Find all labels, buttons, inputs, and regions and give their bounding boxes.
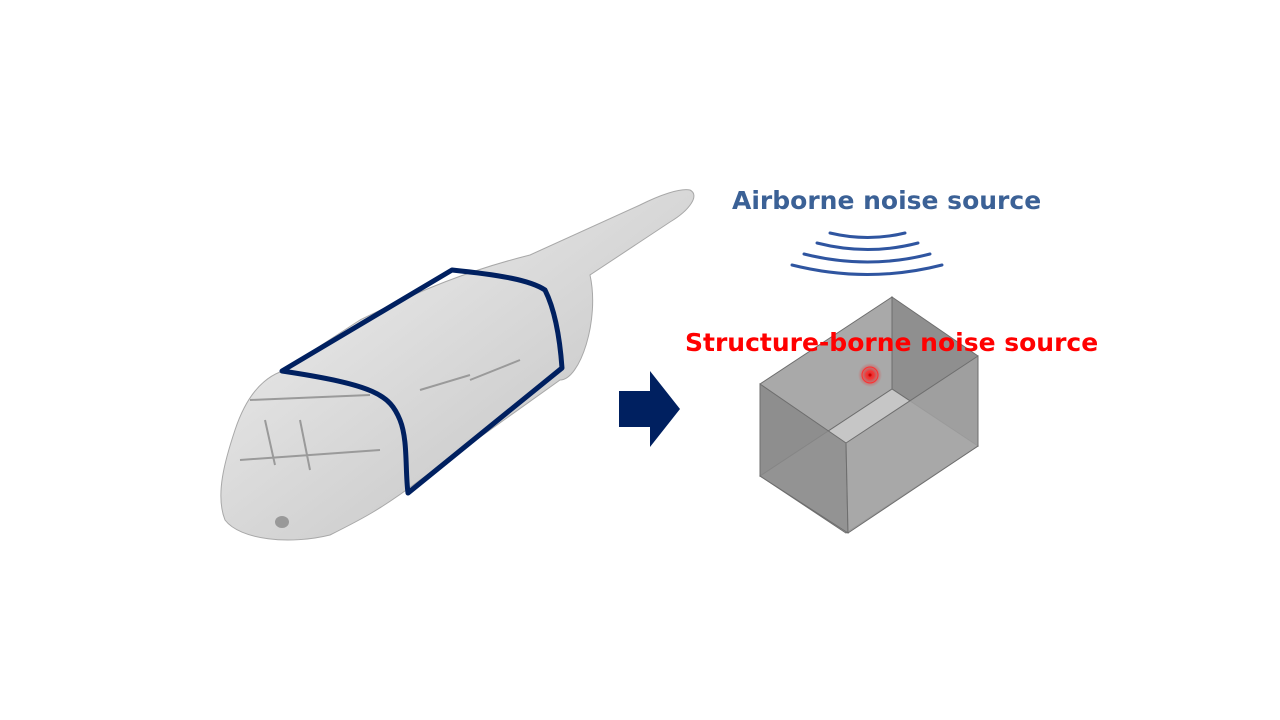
structure-borne-noise-label: Structure-borne noise source [685, 328, 1099, 357]
structure-source-icon [858, 363, 882, 387]
airborne-noise-label: Airborne noise source [732, 186, 1042, 215]
right-arrow-icon [619, 371, 680, 447]
airborne-wave-icon [790, 231, 944, 276]
cabin-outline [279, 267, 565, 496]
cavity-box [759, 296, 979, 534]
